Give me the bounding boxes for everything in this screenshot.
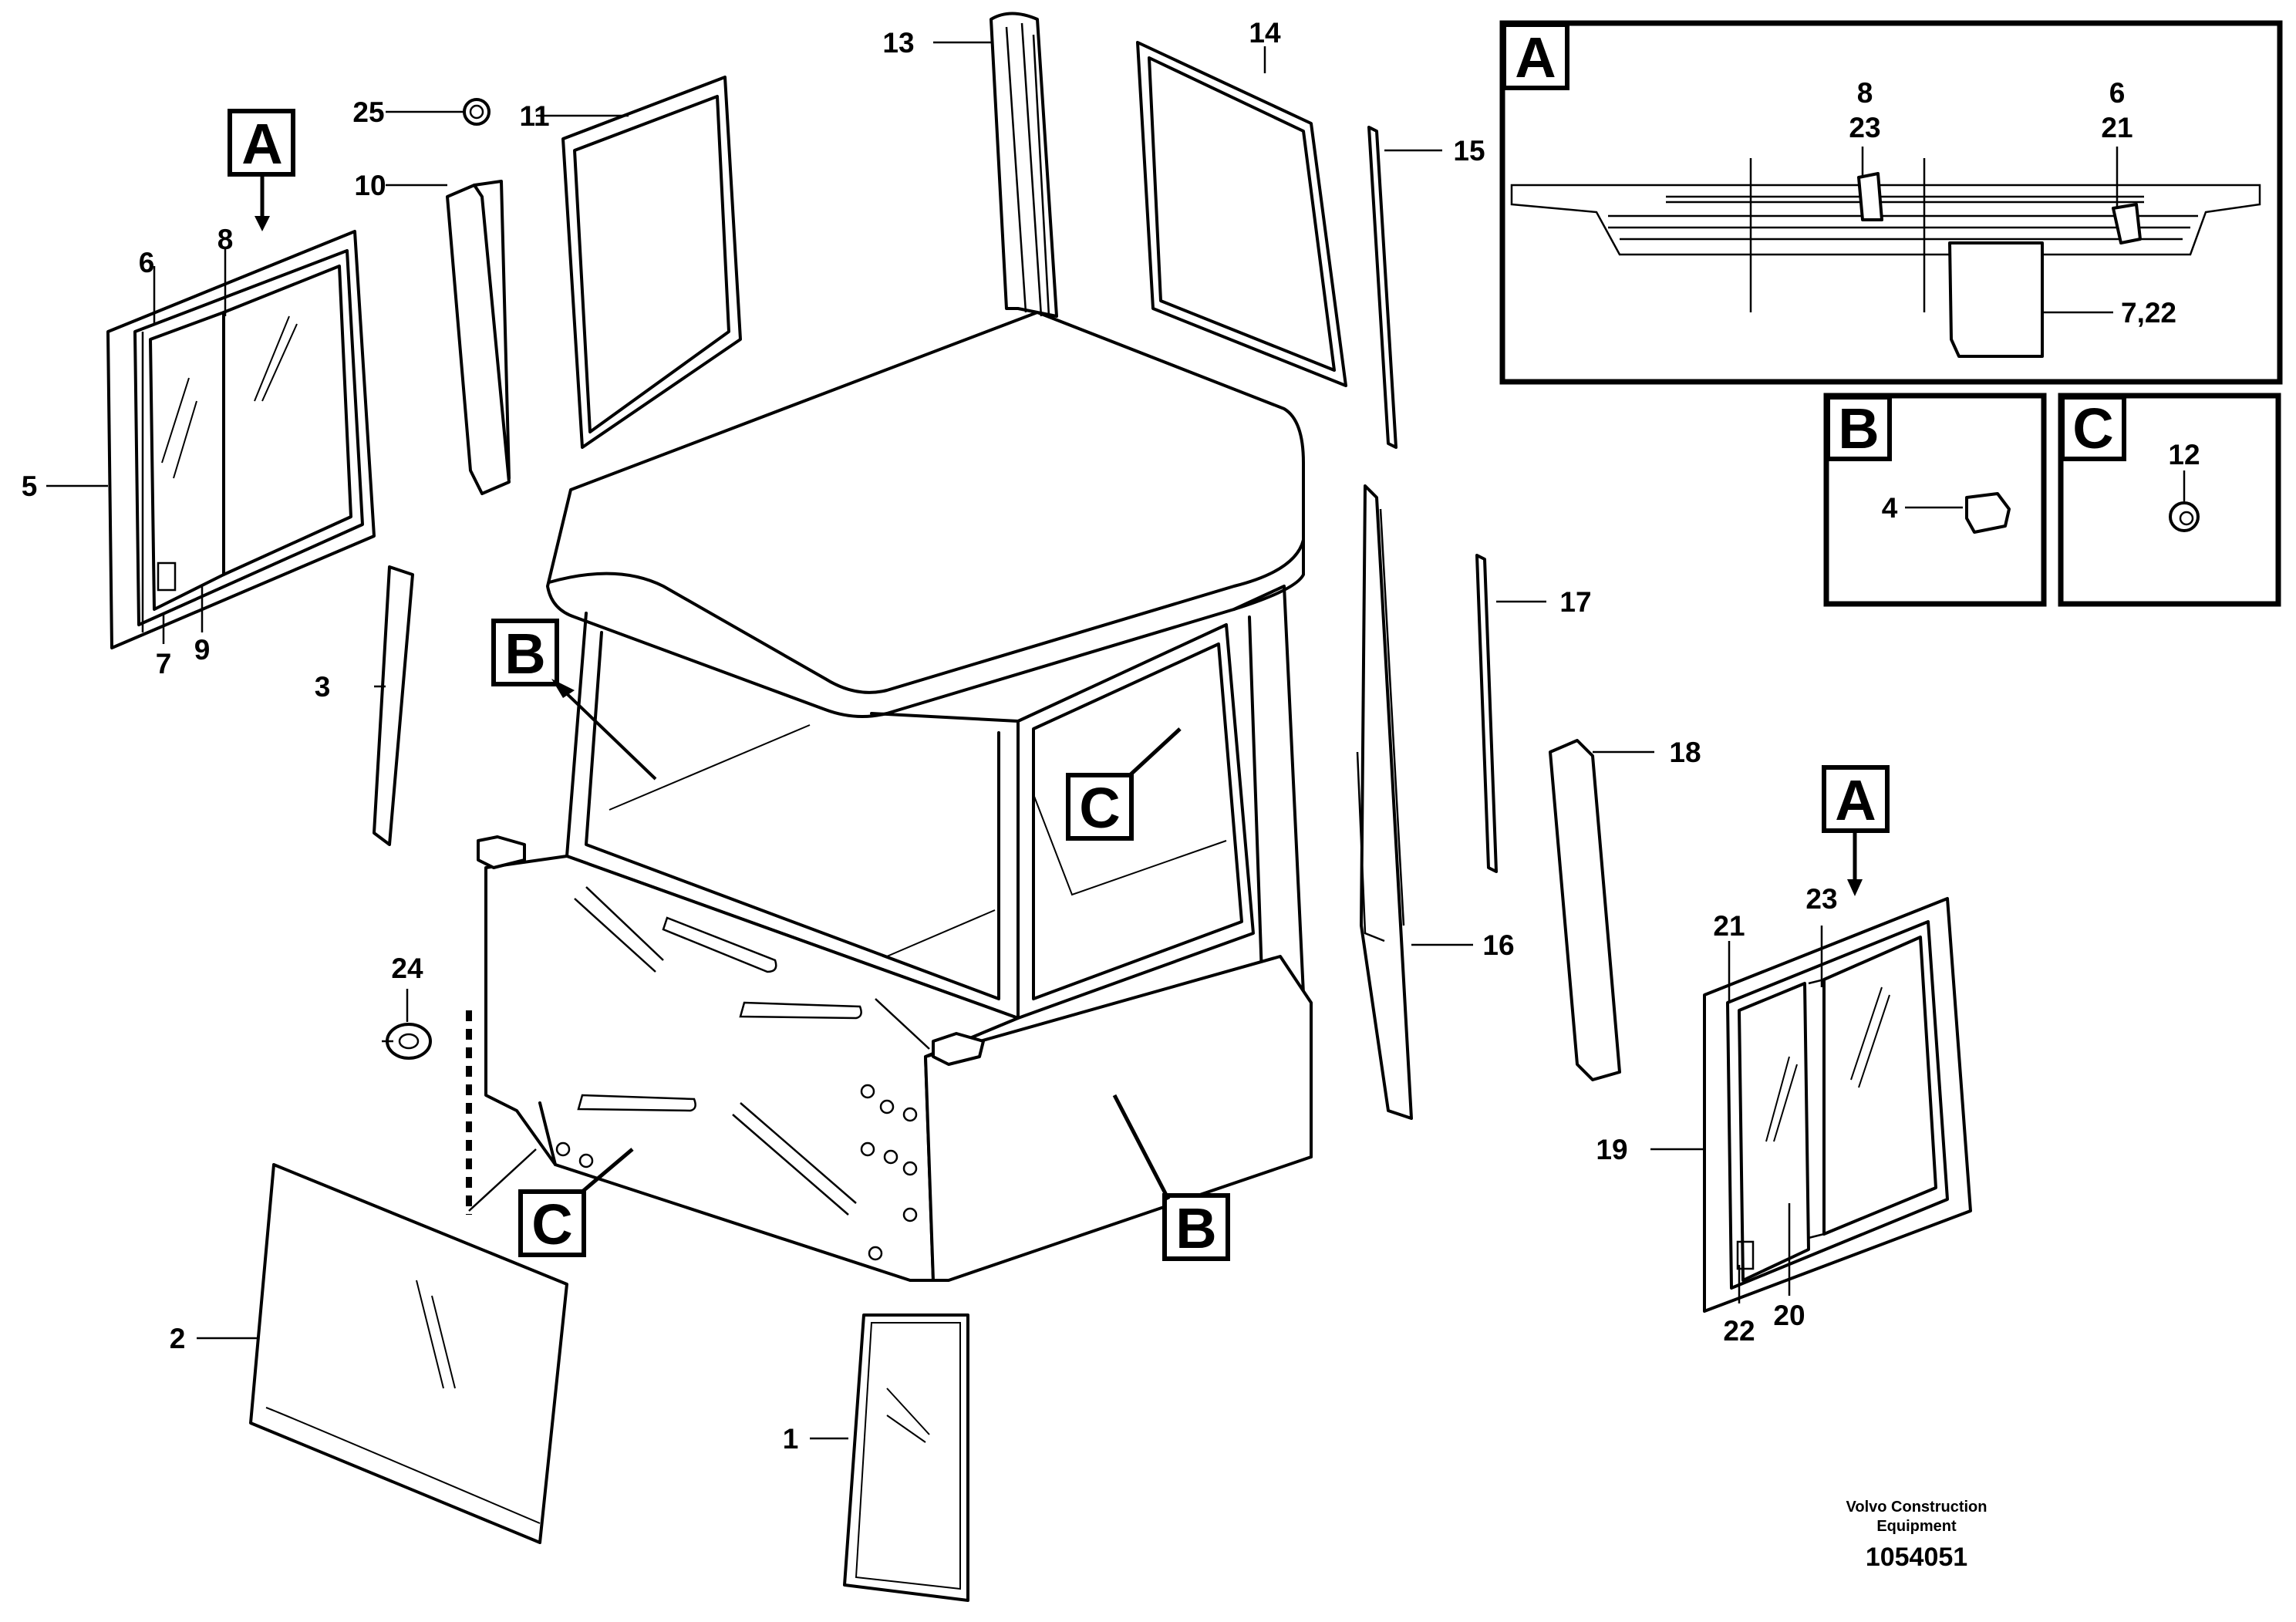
view-label-a-detail: A <box>1515 25 1556 89</box>
glass-part-11 <box>561 76 742 449</box>
view-label-b-detail: B <box>1838 396 1879 460</box>
part-label-4: 4 <box>1882 492 1898 524</box>
part-label-24: 24 <box>391 953 423 984</box>
part-label-2: 2 <box>170 1323 186 1354</box>
parts <box>106 12 1972 1602</box>
illustration-number: 1054051 <box>1866 1543 1967 1572</box>
view-label-c-callout-lower: C <box>531 1192 572 1256</box>
part-label-14: 14 <box>1249 17 1281 49</box>
detail-a-label-21: 21 <box>2101 112 2132 143</box>
detail-view-b <box>1823 393 2047 607</box>
part-label-9: 9 <box>194 634 211 666</box>
strip-part-17 <box>1475 554 1498 873</box>
detail-a-label-7-22: 7,22 <box>2121 297 2176 329</box>
seal-part-18 <box>1549 739 1621 1081</box>
part-label-18: 18 <box>1669 737 1701 768</box>
part-label-6: 6 <box>139 247 155 278</box>
part-label-22: 22 <box>1723 1315 1755 1347</box>
part-label-13: 13 <box>882 27 914 59</box>
cab-body <box>466 311 1313 1282</box>
clip-part-12 <box>2169 501 2200 532</box>
view-label-a-callout-right: A <box>1835 768 1876 832</box>
part-label-1: 1 <box>783 1423 799 1455</box>
view-callouts <box>228 109 1890 1261</box>
glass-part-2 <box>249 1163 568 1544</box>
plug-part-4 <box>1965 492 2011 534</box>
part-label-3: 3 <box>315 671 331 703</box>
view-label-c-detail: C <box>2072 396 2113 460</box>
leader-lines <box>46 41 2186 1440</box>
window-assembly-19 <box>1703 897 1972 1313</box>
detail-view-a <box>1499 20 2283 385</box>
manufacturer-line-1: Volvo Construction <box>1846 1499 1988 1516</box>
strip-part-15 <box>1367 126 1397 449</box>
detail-view-c <box>2058 393 2281 607</box>
part-label-21: 21 <box>1713 910 1745 942</box>
part-label-15: 15 <box>1453 135 1485 167</box>
pillar-part-13 <box>990 12 1058 318</box>
detail-a-label-6: 6 <box>2109 77 2126 109</box>
part-label-17: 17 <box>1559 586 1591 618</box>
view-label-a-callout-left: A <box>241 112 282 176</box>
part-label-11: 11 <box>519 100 549 132</box>
labels: A A B C B C A B C 1 2 3 4 5 6 7 8 9 10 1… <box>22 17 2200 1572</box>
glass-part-3 <box>373 565 414 846</box>
view-label-b-callout-lower: B <box>1175 1196 1216 1260</box>
view-label-b-callout-upper: B <box>504 622 545 686</box>
part-label-5: 5 <box>22 470 38 502</box>
window-assembly-5 <box>106 230 376 649</box>
glass-part-1 <box>843 1313 969 1602</box>
part-label-20: 20 <box>1773 1300 1805 1331</box>
view-label-c-callout-upper: C <box>1079 776 1120 840</box>
part-label-10: 10 <box>354 170 386 201</box>
part-label-19: 19 <box>1596 1134 1627 1165</box>
part-label-23: 23 <box>1805 883 1837 915</box>
part-label-12: 12 <box>2168 439 2200 470</box>
part-label-7: 7 <box>156 648 172 679</box>
part-label-8: 8 <box>217 224 234 255</box>
detail-a-label-23: 23 <box>1849 112 1880 143</box>
door-glass-part-16 <box>1360 484 1413 1120</box>
manufacturer-line-2: Equipment <box>1876 1518 1957 1535</box>
seal-part-10 <box>446 184 511 495</box>
part-label-25: 25 <box>352 96 384 128</box>
part-label-16: 16 <box>1482 929 1514 961</box>
detail-a-label-8: 8 <box>1857 77 1873 109</box>
